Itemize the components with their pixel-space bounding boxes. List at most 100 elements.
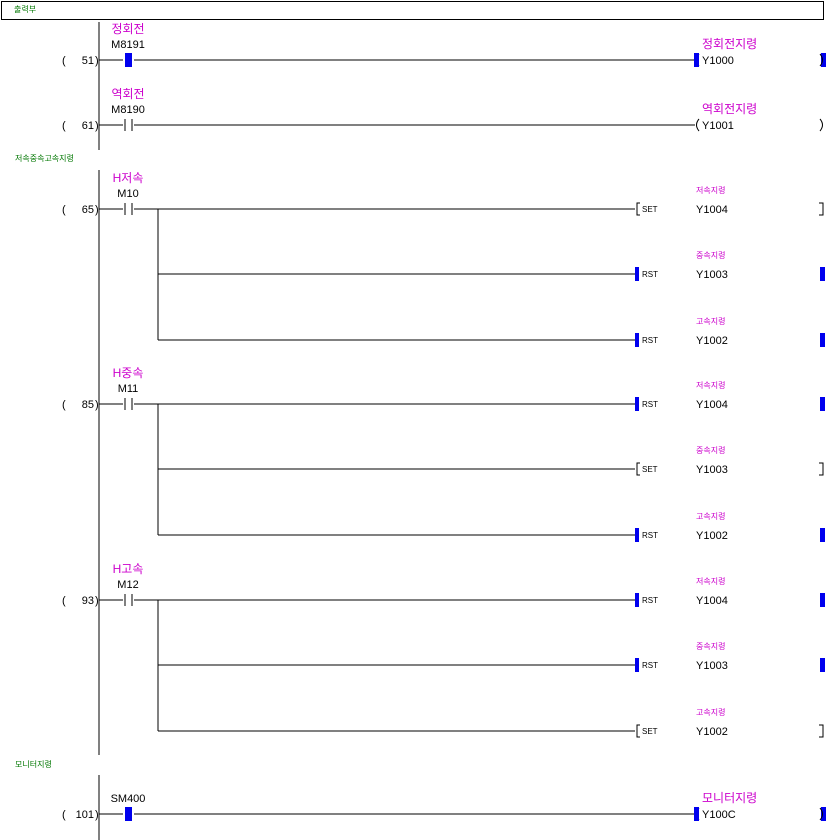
coil-comment: 정회전지령 [702,37,757,51]
contact-M10[interactable] [124,203,133,215]
instr-comment: 고속지령 [696,317,725,326]
instr-device: Y1004 [696,399,728,411]
step-paren-close: ) [95,595,99,607]
instr-bracket [636,724,640,738]
instr-name: RST [642,531,658,540]
contact-comment: H고속 [113,562,144,576]
contact-device: M11 [118,383,139,395]
contact-M12[interactable] [124,594,133,606]
step-paren-close: ) [95,399,99,411]
instr-name: SET [642,205,658,214]
section-title: 모니터지령 [15,759,52,769]
contact-device: M10 [117,188,138,200]
coil-device: Y1000 [702,55,734,67]
instr-highlight [635,528,639,542]
instr-device: Y1004 [696,204,728,216]
instr-highlight [635,333,639,347]
step-number: 85 [82,399,94,411]
coil-comment: 모니터지령 [702,791,757,805]
step-paren: ( [62,204,66,216]
coil-end-highlight [821,53,826,67]
contact-M8191[interactable] [125,53,132,67]
coil-device: Y100C [702,809,736,821]
instr-comment: 중속지령 [696,446,725,455]
instr-rst-Y1002[interactable] [635,333,639,347]
contact-device: M12 [117,579,138,591]
section-title: 저속중속고속지령 [15,154,74,163]
contact-M8190[interactable] [124,119,133,131]
instr-end-bracket [819,724,824,738]
contact-highlight [125,807,132,821]
instr-name: SET [642,465,658,474]
coil-highlight [694,53,699,67]
instr-name: SET [642,727,658,736]
header-title: 출력부 [14,4,36,14]
coil-right-arc [819,118,823,132]
instr-name: RST [642,270,658,279]
contact-M11[interactable] [124,398,133,410]
instr-name: RST [642,400,658,409]
instr-end-highlight [820,593,825,607]
instr-end-highlight [820,333,825,347]
instr-device: Y1003 [696,660,728,672]
instr-end-bracket [819,462,824,476]
contact-device: M8190 [111,104,145,116]
instr-name: RST [642,661,658,670]
contact-device: SM400 [111,793,146,805]
contact-comment: 정회전 [111,22,144,36]
instr-device: Y1003 [696,464,728,476]
header-bar: 출력부 [1,1,824,20]
instr-highlight [635,397,639,411]
instr-rst-Y1002[interactable] [635,528,639,542]
instr-set-Y1002[interactable] [636,724,640,738]
step-number: 61 [82,120,94,132]
instr-comment: 저속지령 [696,186,725,195]
instr-end-highlight [820,528,825,542]
step-paren: ( [62,595,66,607]
instr-comment: 고속지령 [696,708,725,717]
coil-end-Y1001 [819,118,823,132]
step-paren: ( [62,399,66,411]
step-paren: ( [62,809,66,821]
step-paren-close: ) [95,55,99,67]
instr-rst-Y1003[interactable] [635,267,639,281]
instr-comment: 저속지령 [696,381,725,390]
coil-right-arc [819,53,823,67]
instr-device: Y1004 [696,595,728,607]
instr-bracket [636,462,640,476]
instr-highlight [635,267,639,281]
coil-end-Y1000 [819,53,826,67]
instr-comment: 고속지령 [696,512,725,521]
coil-highlight [694,807,699,821]
contact-comment: 역회전 [111,87,144,101]
step-number: 93 [82,595,94,607]
contact-comment: H중속 [113,366,144,380]
contact-SM400[interactable] [125,807,132,821]
coil-right-arc [819,807,823,821]
step-paren: ( [62,55,66,67]
instr-device: Y1002 [696,335,728,347]
instr-highlight [635,658,639,672]
instr-rst-Y1003[interactable] [635,658,639,672]
step-paren-close: ) [95,120,99,132]
step-number: 101 [76,809,94,821]
instr-set-Y1003[interactable] [636,462,640,476]
coil-device: Y1001 [702,120,734,132]
step-paren: ( [62,120,66,132]
contact-comment: H저속 [113,171,144,185]
instr-device: Y1002 [696,530,728,542]
instr-rst-Y1004[interactable] [635,593,639,607]
instr-end-highlight [820,658,825,672]
instr-device: Y1003 [696,269,728,281]
coil-end-highlight [821,807,826,821]
instr-bracket [636,202,640,216]
instr-comment: 중속지령 [696,251,725,260]
coil-Y1001[interactable] [696,118,700,132]
instr-rst-Y1004[interactable] [635,397,639,411]
instr-set-Y1004[interactable] [636,202,640,216]
step-paren-close: ) [95,204,99,216]
step-number: 51 [82,55,94,67]
instr-end-highlight [820,397,825,411]
instr-comment: 중속지령 [696,642,725,651]
